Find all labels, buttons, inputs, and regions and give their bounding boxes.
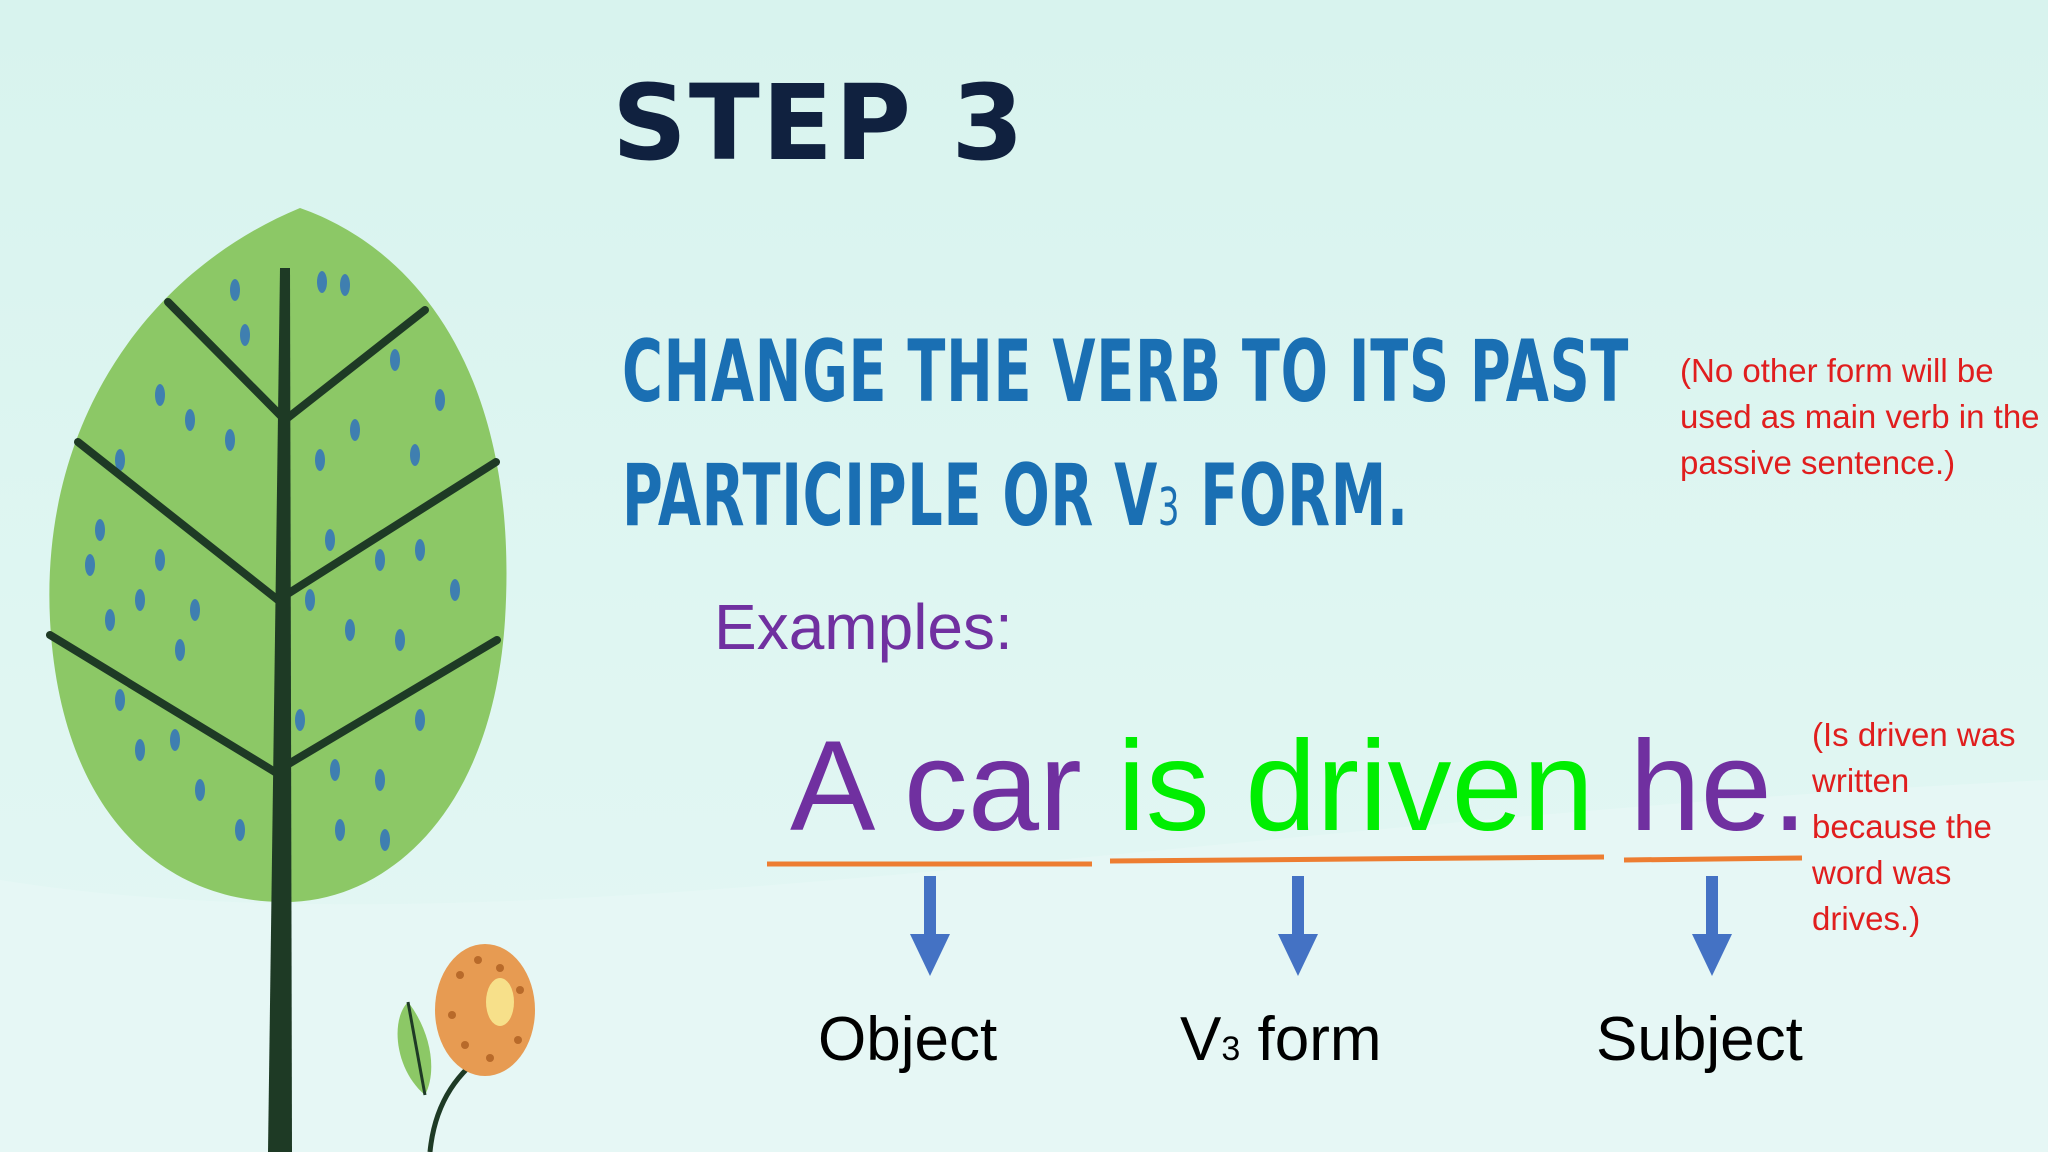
instruction-line-2-pre: PARTICIPLE OR V <box>622 446 1158 546</box>
flower-illustration <box>397 944 535 1152</box>
sentence-subject: he. <box>1629 715 1808 858</box>
instruction-line-2: PARTICIPLE OR V3 FORM. <box>622 434 1408 570</box>
sentence-verb: is driven <box>1117 715 1630 858</box>
sentence-object: A car <box>790 715 1118 858</box>
label-subject: Subject <box>1596 1005 1803 1074</box>
arrow-down-icon <box>1278 876 1318 976</box>
label-v3-pre: V <box>1180 1005 1222 1074</box>
underline-subject <box>1623 855 1803 863</box>
examples-label: Examples: <box>714 591 1013 663</box>
arrow-down-icon <box>910 876 950 976</box>
tree-illustration <box>46 208 507 1152</box>
slide-title: STEP 3 <box>612 62 1026 184</box>
arrow-down-icon <box>1692 876 1732 976</box>
label-v3-post: form <box>1240 1005 1382 1074</box>
note-driven: (Is driven was written because the word … <box>1812 716 2016 937</box>
example-sentence: A car is driven he. <box>790 712 1807 862</box>
note-passive-verb: (No other form will be used as main verb… <box>1680 352 2040 481</box>
label-object: Object <box>818 1005 998 1074</box>
underline-verb <box>1109 854 1605 864</box>
instruction-subscript: 3 <box>1157 478 1181 538</box>
instruction-line-2-post: FORM. <box>1180 446 1409 546</box>
label-v3-form: V3 form <box>1180 1004 1382 1075</box>
label-v3-subscript: 3 <box>1221 1030 1241 1068</box>
